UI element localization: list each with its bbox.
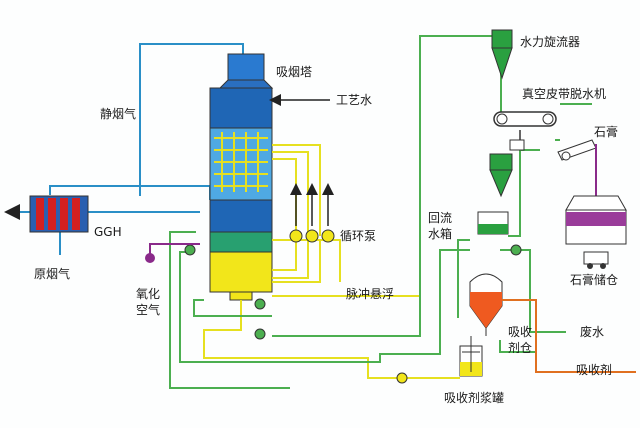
return-water-tank-label-2: 水箱 [428, 226, 452, 241]
absorbent-silo-label-1: 吸收 [508, 325, 532, 339]
pulse-suspension-label: 脉冲悬浮 [346, 286, 394, 301]
absorbent-slurry-tank [459, 336, 483, 377]
vacuum-belt-filter [493, 111, 557, 151]
circulation-pump-label: 循环泵 [340, 229, 376, 243]
absorbent-silo-label-2: 剂仓 [508, 340, 532, 355]
hydrocyclone [491, 29, 513, 80]
water-lines [169, 35, 592, 389]
waste-water-label: 废水 [580, 324, 604, 339]
ggh-heat-exchanger [29, 195, 89, 233]
water-pumps [184, 244, 522, 384]
absorber-tower-label: 吸烟塔 [276, 65, 312, 79]
oxidation-air-label-2: 空气 [136, 302, 160, 317]
absorbent-slurry-tank-label: 吸收剂浆罐 [444, 390, 504, 405]
absorbent-silo [469, 273, 636, 373]
clean-flue-gas-label: 静烟气 [100, 106, 136, 121]
ggh-label: GGH [94, 225, 122, 239]
gypsum-storage [565, 195, 627, 269]
return-water-tank [477, 153, 513, 235]
raw-flue-gas-label: 原烟气 [34, 266, 70, 281]
return-water-tank-label-1: 回流 [428, 211, 452, 225]
absorber-tower [209, 53, 274, 301]
vacuum-belt-filter-label: 真空皮带脱水机 [522, 86, 606, 101]
process-water-label: 工艺水 [336, 93, 372, 107]
gypsum-storage-label: 石膏储仓 [570, 272, 618, 287]
oxidation-air-label-1: 氧化 [136, 287, 160, 301]
hydrocyclone-label: 水力旋流器 [520, 35, 580, 49]
pulse-suspension-arrows [290, 183, 334, 226]
gypsum-label: 石膏 [594, 124, 618, 139]
absorbent-label: 吸收剂 [576, 362, 612, 377]
circulation-pumps [289, 229, 335, 243]
gypsum-conveyor [557, 139, 597, 204]
oxidation-air [145, 243, 200, 263]
